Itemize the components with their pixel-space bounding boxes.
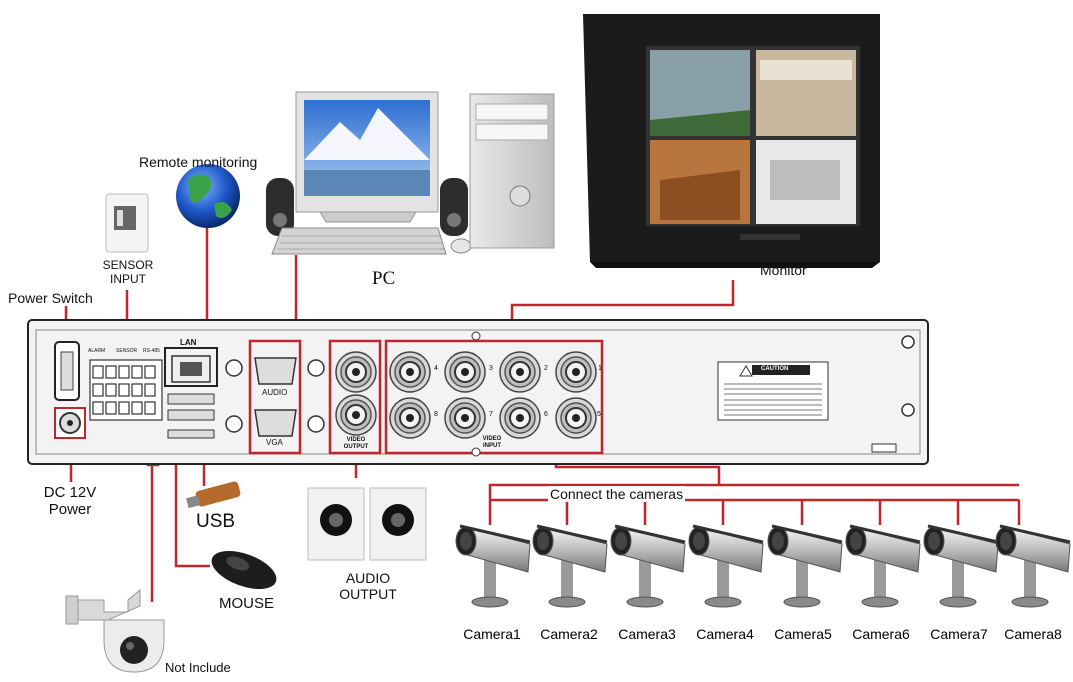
camera-2-icon	[531, 524, 609, 609]
camera-row	[454, 524, 1072, 609]
camera-label: Camera3	[618, 626, 676, 642]
bnc-number: 3	[489, 365, 493, 372]
video-input-frame	[384, 339, 604, 455]
mouse-label: MOUSE	[219, 595, 275, 612]
camera-label: Camera2	[540, 626, 598, 642]
camera-7-icon	[922, 524, 1000, 609]
audio-panel-text: AUDIO	[262, 388, 288, 397]
camera-8-icon	[994, 524, 1072, 609]
audio-vga-frame	[248, 339, 302, 455]
globe-icon	[176, 164, 240, 228]
terminal-blocks	[89, 359, 163, 421]
monitor-label: Monitor	[760, 262, 807, 278]
camera-label: Camera5	[774, 626, 832, 642]
camera-label: Camera4	[696, 626, 754, 642]
bnc-number: 2	[544, 365, 548, 372]
camera-6-icon	[844, 524, 922, 609]
caution-panel-text: CAUTION	[761, 366, 789, 372]
power-switch-label: Power Switch	[8, 290, 93, 306]
usb-port-1	[167, 393, 215, 405]
vga-port	[254, 409, 297, 437]
bnc-number: 1	[598, 365, 602, 372]
bnc-number: 7	[489, 411, 493, 418]
remote-monitoring-label: Remote monitoring	[139, 154, 258, 170]
not-include-label: Not Include	[165, 660, 231, 675]
rs485-panel-text: RS-485	[143, 348, 160, 354]
lan-port	[171, 355, 211, 383]
usb-port-3	[167, 429, 215, 439]
bnc-number: 5	[597, 411, 601, 418]
video-input-panel-text: VIDEO INPUT	[482, 436, 502, 449]
audio-output-label: AUDIO OUTPUT	[339, 570, 397, 602]
camera-3-icon	[609, 524, 687, 609]
camera-1-icon	[454, 524, 532, 609]
audio-port	[254, 357, 297, 385]
usb-stick-icon	[186, 481, 241, 509]
alarm-panel-text: ALARM	[88, 348, 106, 354]
camera-label: Camera6	[852, 626, 910, 642]
connect-cameras-label: Connect the cameras	[548, 486, 686, 502]
video-output-panel-text: VIDEO OUTPUT	[343, 437, 369, 450]
speakers-icon	[307, 487, 427, 561]
mouse-icon	[211, 550, 277, 590]
dc-power-label: DC 12V Power	[43, 484, 97, 518]
vga-panel-text: VGA	[266, 438, 283, 447]
ptz-camera-icon	[65, 588, 165, 673]
bnc-number: 6	[544, 411, 548, 418]
bnc-number: 8	[434, 411, 438, 418]
pc-label: PC	[372, 268, 396, 289]
mouse-line	[174, 440, 210, 568]
dvr-rear-panel	[27, 319, 929, 465]
sensor-panel-text: SENSOR	[116, 348, 138, 354]
camera-label: Camera8	[1004, 626, 1062, 642]
camera-4-icon	[687, 524, 765, 609]
sensor-input-label: SENSOR INPUT	[102, 258, 154, 286]
camera-5-icon	[766, 524, 844, 609]
video-output-frame	[328, 339, 382, 455]
usb-label: USB	[196, 511, 236, 532]
camera-drop-lines	[490, 498, 1021, 525]
usb-port-2	[167, 409, 215, 421]
lan-port-frame	[164, 347, 218, 387]
camera-label: Camera1	[463, 626, 521, 642]
bnc-number: 4	[434, 365, 438, 372]
camera-label: Camera7	[930, 626, 988, 642]
sensor-device	[105, 193, 149, 253]
pc-illustration	[266, 91, 555, 255]
lan-panel-text: LAN	[180, 338, 197, 347]
cctv-monitor-illustration	[583, 14, 880, 268]
